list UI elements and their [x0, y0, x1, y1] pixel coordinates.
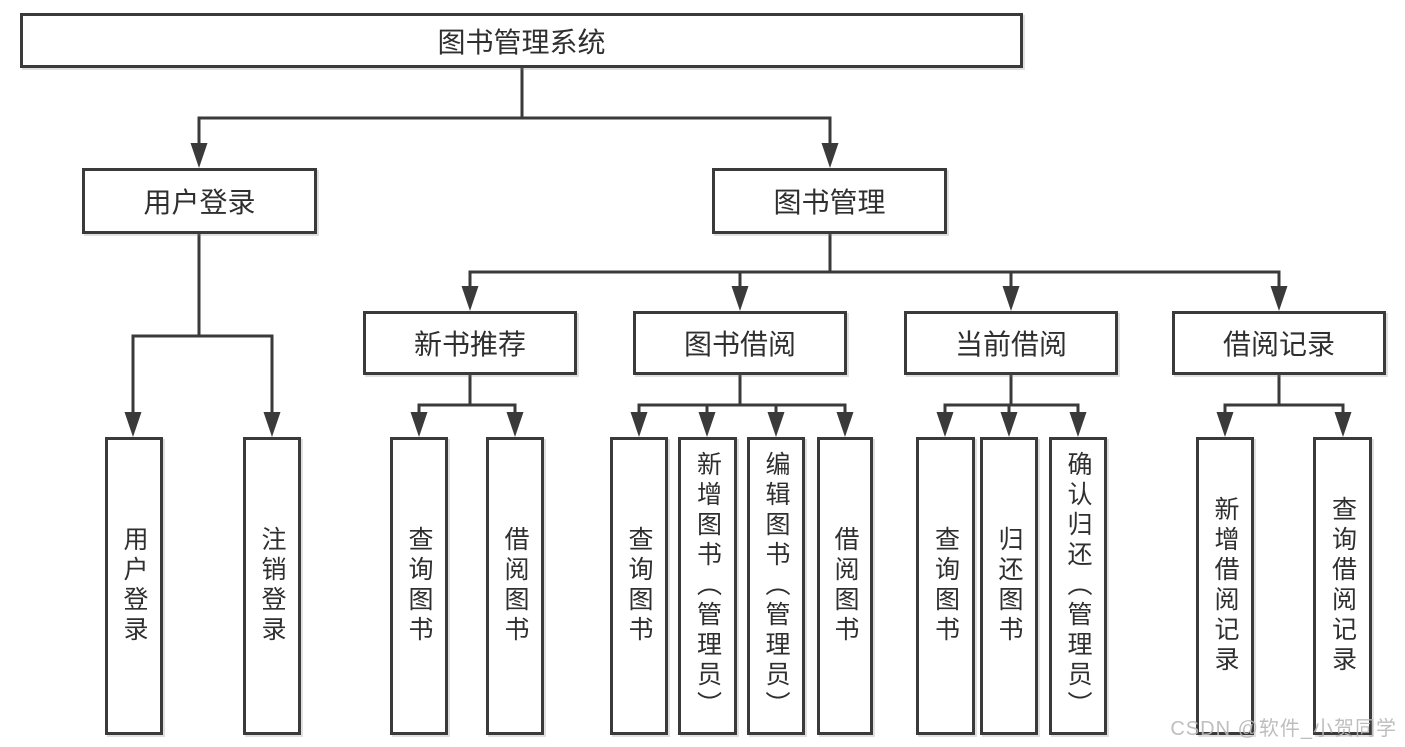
- leaf-borrow-books-1: 借阅图书: [486, 437, 544, 735]
- node-new-book-recommend-label: 新书推荐: [413, 329, 526, 360]
- leaf-borrow-books-2: 借阅图书: [817, 437, 873, 735]
- arrowhead-icon: [1216, 412, 1234, 437]
- arrowhead-icon: [1069, 412, 1087, 437]
- leaf-query-borrow-record: 查询借阅记录: [1313, 437, 1372, 735]
- arrowhead-icon: [410, 412, 428, 437]
- node-borrow-records-label: 借阅记录: [1222, 329, 1335, 360]
- leaf-borrow-books-2-label: 借阅图书: [831, 526, 859, 646]
- leaf-query-books-1-label: 查询图书: [405, 526, 433, 646]
- connector-user-login: [124, 232, 281, 437]
- arrowhead-icon: [124, 412, 142, 437]
- node-book-borrow: 图书借阅: [633, 311, 847, 375]
- node-new-book-recommend: 新书推荐: [363, 311, 577, 375]
- node-current-borrow-label: 当前借阅: [954, 329, 1067, 360]
- leaf-confirm-return-admin: 确认归还（管理员）: [1049, 437, 1107, 735]
- watermark: CSDN @软件_小贺同学: [1170, 718, 1397, 740]
- arrowhead-icon: [190, 143, 208, 168]
- arrowhead-icon: [936, 412, 954, 437]
- connector-current-borrow: [936, 373, 1087, 437]
- arrowhead-icon: [1002, 286, 1020, 311]
- node-user-login: 用户登录: [82, 168, 317, 234]
- leaf-edit-book-admin: 编辑图书（管理员）: [747, 437, 805, 735]
- leaf-logout: 注销登录: [243, 437, 301, 735]
- connector-root: [190, 66, 839, 168]
- leaf-return-books-label: 归还图书: [995, 526, 1023, 646]
- leaf-add-borrow-record: 新增借阅记录: [1196, 437, 1254, 735]
- arrowhead-icon: [821, 143, 839, 168]
- leaf-add-borrow-record-label: 新增借阅记录: [1211, 496, 1239, 676]
- node-root: 图书管理系统: [20, 13, 1023, 68]
- arrowhead-icon: [1270, 286, 1288, 311]
- connector-new-books: [410, 373, 524, 437]
- leaf-query-books-1: 查询图书: [390, 437, 448, 735]
- leaf-borrow-books-1-label: 借阅图书: [501, 526, 529, 646]
- leaf-query-books-3-label: 查询图书: [931, 526, 960, 646]
- arrowhead-icon: [731, 286, 749, 311]
- node-borrow-records: 借阅记录: [1172, 311, 1386, 375]
- node-user-login-label: 用户登录: [143, 187, 256, 218]
- arrowhead-icon: [1000, 412, 1018, 437]
- arrowhead-icon: [461, 286, 479, 311]
- leaf-query-books-3: 查询图书: [916, 437, 975, 735]
- connector-book-mgmt: [461, 232, 1288, 311]
- node-book-borrow-label: 图书借阅: [683, 329, 796, 360]
- arrowhead-icon: [1334, 412, 1352, 437]
- leaf-query-borrow-record-label: 查询借阅记录: [1328, 496, 1357, 676]
- arrowhead-icon: [767, 412, 785, 437]
- connector-book-borrow: [630, 373, 854, 437]
- node-book-management-label: 图书管理: [773, 187, 886, 218]
- node-root-label: 图书管理系统: [437, 26, 606, 58]
- node-book-management: 图书管理: [712, 168, 947, 234]
- node-current-borrow: 当前借阅: [904, 311, 1118, 375]
- leaf-confirm-return-admin-label: 确认归还（管理员）: [1064, 451, 1092, 721]
- leaf-query-books-2-label: 查询图书: [625, 526, 653, 646]
- connector-borrow-records: [1216, 373, 1352, 437]
- arrowhead-icon: [698, 412, 716, 437]
- arrowhead-icon: [836, 412, 854, 437]
- arrowhead-icon: [263, 412, 281, 437]
- leaf-query-books-2: 查询图书: [610, 437, 668, 735]
- leaf-edit-book-admin-label: 编辑图书（管理员）: [762, 451, 790, 721]
- leaf-user-login-label: 用户登录: [120, 526, 148, 646]
- leaf-user-login: 用户登录: [105, 437, 163, 735]
- leaf-add-book-admin-label: 新增图书（管理员）: [693, 451, 722, 721]
- leaf-return-books: 归还图书: [980, 437, 1038, 735]
- leaf-add-book-admin: 新增图书（管理员）: [678, 437, 737, 735]
- arrowhead-icon: [630, 412, 648, 437]
- leaf-logout-label: 注销登录: [258, 526, 286, 646]
- arrowhead-icon: [506, 412, 524, 437]
